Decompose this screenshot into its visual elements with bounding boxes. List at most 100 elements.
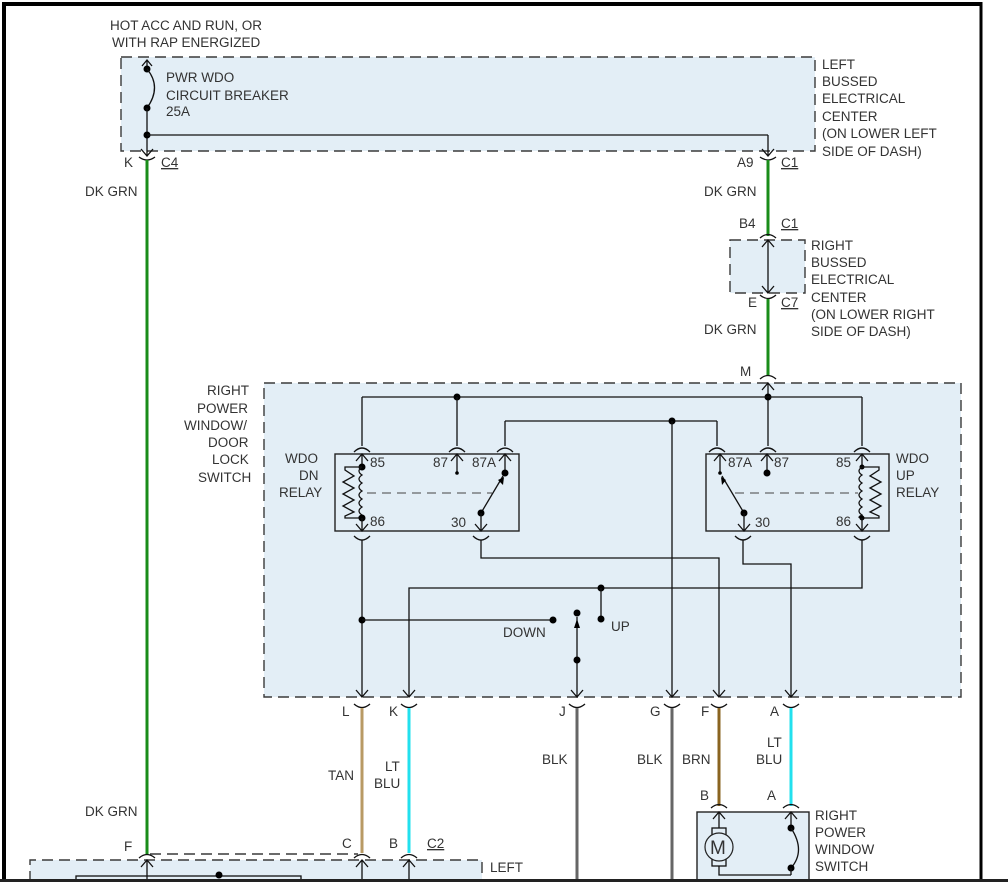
svg-text:A: A xyxy=(767,788,776,803)
svg-text:B4: B4 xyxy=(739,216,756,231)
right-bussed-electrical-center xyxy=(729,239,806,294)
svg-text:87A: 87A xyxy=(728,455,752,470)
up-relay-label: WDO UP RELAY xyxy=(896,451,939,500)
svg-text:ELECTRICAL: ELECTRICAL xyxy=(811,272,895,287)
wire-label-blk-g: BLK xyxy=(637,752,663,767)
svg-text:RELAY: RELAY xyxy=(896,485,939,500)
left-bussed-electrical-center: PWR WDO CIRCUIT BREAKER 25A xyxy=(120,56,816,157)
svg-text:RIGHT: RIGHT xyxy=(815,808,857,823)
svg-text:POWER: POWER xyxy=(197,401,248,416)
svg-text:B: B xyxy=(700,788,709,803)
wire-label-dk-grn-e: DK GRN xyxy=(704,322,757,337)
connector-g: G xyxy=(650,704,661,719)
svg-text:30: 30 xyxy=(755,515,770,530)
circuit-breaker-label-1: PWR WDO xyxy=(166,70,234,85)
switch-internal-wiring xyxy=(353,382,871,698)
connector-k-c4: K C4 xyxy=(124,155,179,170)
wdo-dn-relay xyxy=(334,453,520,532)
wire-label-dk-grn-a9: DK GRN xyxy=(704,184,757,199)
svg-text:C4: C4 xyxy=(161,155,179,170)
svg-text:WINDOW: WINDOW xyxy=(815,842,874,857)
switch-module-label: RIGHT POWER WINDOW/ DOOR LOCK SWITCH xyxy=(184,383,251,485)
wire-label-dk-grn-left-lower: DK GRN xyxy=(85,804,138,819)
window-switch-label: RIGHT POWER WINDOW SWITCH xyxy=(815,808,874,874)
output-connectors xyxy=(353,703,800,709)
motor-connectors: B A xyxy=(700,788,800,809)
svg-text:LOCK: LOCK xyxy=(212,452,249,467)
svg-text:(ON LOWER LEFT: (ON LOWER LEFT xyxy=(822,126,937,141)
svg-text:RELAY: RELAY xyxy=(279,485,322,500)
svg-text:WDO: WDO xyxy=(896,451,929,466)
svg-text:C7: C7 xyxy=(781,295,798,310)
connector-e-c7: E C7 xyxy=(748,294,798,310)
dn-relay-pins: 85 86 87 87A 30 xyxy=(370,455,496,530)
svg-text:K: K xyxy=(124,155,133,170)
svg-text:WINDOW/: WINDOW/ xyxy=(184,418,247,433)
wire-label-blk-j: BLK xyxy=(542,752,568,767)
svg-text:RIGHT: RIGHT xyxy=(207,383,249,398)
wire-label-lt-blu-k-2: BLU xyxy=(374,776,400,791)
svg-text:C1: C1 xyxy=(781,155,798,170)
bottom-module-label-left: LEFT xyxy=(490,860,523,875)
svg-text:DN: DN xyxy=(299,468,319,483)
circuit-breaker-symbol xyxy=(140,58,775,157)
svg-text:87A: 87A xyxy=(472,455,496,470)
svg-text:86: 86 xyxy=(836,514,851,529)
wire-label-lt-blu-a-2: BLU xyxy=(756,752,782,767)
up-relay-pins: 87A 87 85 86 30 xyxy=(728,455,851,530)
page-frame xyxy=(2,2,983,882)
svg-text:A9: A9 xyxy=(737,155,754,170)
svg-text:SIDE OF DASH): SIDE OF DASH) xyxy=(822,144,922,159)
right-bec-label: RIGHT BUSSED ELECTRICAL CENTER (ON LOWER… xyxy=(811,238,935,339)
svg-text:M: M xyxy=(740,364,751,379)
svg-text:CENTER: CENTER xyxy=(822,109,878,124)
svg-text:WDO: WDO xyxy=(285,451,318,466)
connector-l: L xyxy=(342,704,350,719)
svg-text:LEFT: LEFT xyxy=(822,57,855,72)
svg-text:BUSSED: BUSSED xyxy=(822,74,878,89)
svg-text:BUSSED: BUSSED xyxy=(811,255,867,270)
connector-j: J xyxy=(559,704,566,719)
connector-f: F xyxy=(701,704,709,719)
svg-text:UP: UP xyxy=(896,468,915,483)
svg-text:SWITCH: SWITCH xyxy=(815,859,868,874)
switch-position-up: UP xyxy=(611,619,630,634)
circuit-breaker-label-2: CIRCUIT BREAKER xyxy=(166,88,289,103)
right-power-window-switch xyxy=(696,811,810,882)
svg-text:CENTER: CENTER xyxy=(811,290,867,305)
svg-text:SIDE OF DASH): SIDE OF DASH) xyxy=(811,324,911,339)
svg-text:(ON LOWER RIGHT: (ON LOWER RIGHT xyxy=(811,307,935,322)
connector-m: M xyxy=(740,364,777,380)
wire-label-brn: BRN xyxy=(682,752,711,767)
dn-relay-label: WDO DN RELAY xyxy=(279,451,322,500)
connector-f-bottom: F xyxy=(124,839,132,854)
connector-c-c2: C xyxy=(342,836,352,851)
svg-text:C1: C1 xyxy=(781,216,798,231)
svg-text:85: 85 xyxy=(370,455,385,470)
switch-position-down: DOWN xyxy=(503,625,546,640)
motor-label: M xyxy=(710,838,726,859)
connector-c2-label: C2 xyxy=(427,836,444,851)
svg-text:POWER: POWER xyxy=(815,825,866,840)
connector-k: K xyxy=(389,704,398,719)
svg-text:30: 30 xyxy=(451,515,466,530)
connector-b4-c1: B4 C1 xyxy=(739,216,798,239)
svg-text:SWITCH: SWITCH xyxy=(198,470,251,485)
motor-symbol xyxy=(704,832,734,862)
connector-a: A xyxy=(770,704,779,719)
svg-text:86: 86 xyxy=(370,514,385,529)
power-window-door-lock-switch xyxy=(263,382,962,698)
svg-text:ELECTRICAL: ELECTRICAL xyxy=(822,91,906,106)
svg-text:RIGHT: RIGHT xyxy=(811,238,853,253)
svg-text:87: 87 xyxy=(774,455,789,470)
wdo-up-relay xyxy=(705,453,890,532)
wire-label-dk-grn-left-upper: DK GRN xyxy=(85,184,138,199)
svg-text:E: E xyxy=(748,295,757,310)
power-source-label-1: HOT ACC AND RUN, OR xyxy=(110,18,262,33)
circuit-breaker-rating: 25A xyxy=(166,104,190,119)
power-source-label-2: WITH RAP ENERGIZED xyxy=(112,35,261,50)
wire-label-tan: TAN xyxy=(328,768,354,783)
left-bec-label: LEFT BUSSED ELECTRICAL CENTER (ON LOWER … xyxy=(822,57,937,159)
connector-b-c2: B xyxy=(389,836,398,851)
